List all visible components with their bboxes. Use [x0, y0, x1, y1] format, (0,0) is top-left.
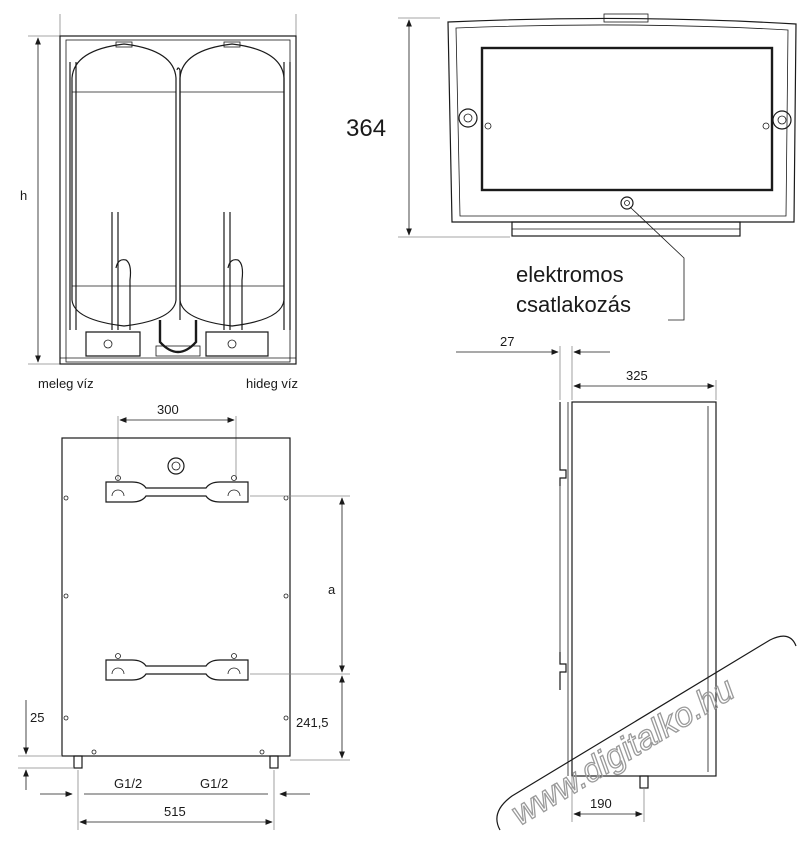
electrical-connection-point — [620, 196, 634, 210]
lower-bracket-height-label: 241,5 — [296, 715, 329, 730]
front-housing — [59, 35, 297, 365]
side-depth-label: 325 — [626, 368, 648, 383]
top-view: 364 elektromos csatlakozás — [346, 13, 797, 321]
rear-top-port — [167, 457, 185, 475]
bottom-offset-label: 25 — [30, 710, 44, 725]
top-depth-label: 364 — [346, 115, 386, 142]
bracket-depth-label: 27 — [500, 334, 514, 349]
side-upper-bracket — [559, 402, 567, 486]
cold-water-label: hideg víz — [246, 376, 298, 391]
watermark: www.digitalko.hu — [496, 635, 797, 834]
hot-water-label: meleg víz — [38, 376, 94, 391]
side-pipe-stub — [639, 775, 649, 789]
left-mount-hole — [458, 108, 478, 128]
width-label: 515 — [164, 804, 186, 819]
left-tank — [71, 43, 177, 327]
height-label: h — [20, 188, 27, 203]
side-lower-bracket — [559, 652, 567, 690]
right-mount-hole — [772, 110, 792, 130]
lower-wall-bracket — [105, 659, 249, 681]
upper-wall-bracket — [105, 481, 249, 503]
top-housing — [447, 17, 797, 223]
bracket-distance-label: a — [328, 582, 336, 597]
rear-view: 300 a 241,5 — [18, 402, 350, 830]
electrical-leader-line — [629, 206, 685, 321]
electrical-label-line2: csatlakozás — [516, 292, 631, 317]
rear-housing — [61, 437, 291, 757]
electrical-label-line1: elektromos — [516, 262, 624, 287]
left-pipe-stub — [73, 755, 83, 769]
pipe-thread-left-label: G1/2 — [114, 776, 142, 791]
pipe-offset-label: 190 — [590, 796, 612, 811]
front-view: h meleg víz hideg víz — [20, 14, 298, 391]
side-view: 27 325 190 — [456, 334, 717, 822]
right-pipe-stub — [269, 755, 279, 769]
pipe-thread-right-label: G1/2 — [200, 776, 228, 791]
bracket-spacing-label: 300 — [157, 402, 179, 417]
watermark-text: www.digitalko.hu — [505, 670, 742, 833]
top-cover-panel — [480, 46, 774, 192]
right-tank — [179, 43, 285, 327]
